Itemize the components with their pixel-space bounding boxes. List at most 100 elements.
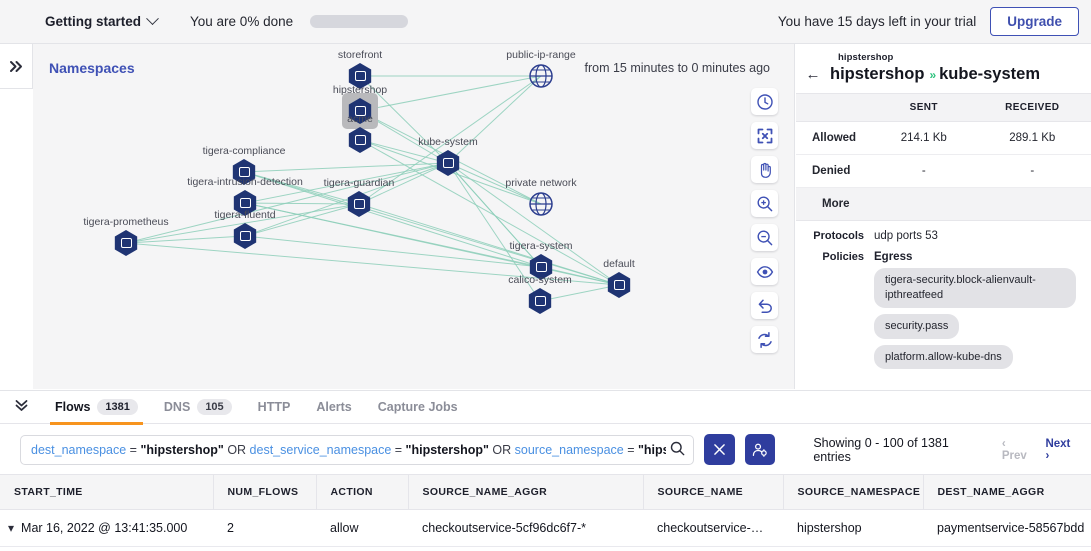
flow-detail-panel: hipstershop ← hipstershop » kube-system … <box>796 44 1091 389</box>
chevron-down-icon[interactable]: ▾ <box>8 521 15 535</box>
tab-flows[interactable]: Flows 1381 <box>42 391 151 425</box>
clear-filter-button[interactable] <box>704 434 735 465</box>
graph-node-namespace[interactable] <box>528 254 554 280</box>
graph-tool-zoom in-button[interactable] <box>751 190 778 217</box>
col-start_time[interactable]: START_TIME <box>0 474 214 510</box>
hexagon-icon <box>348 63 372 89</box>
namespace-graph-panel[interactable]: Namespaces from 15 minutes to 0 minutes … <box>33 44 795 389</box>
more-section-header[interactable]: More <box>796 187 1091 221</box>
query-text: dest_namespace = "hipstershop" OR dest_s… <box>31 443 666 457</box>
detail-source: hipstershop <box>830 65 925 83</box>
table-row[interactable]: ▾Mar 16, 2022 @ 13:41:35.000 2 allow che… <box>0 509 1091 547</box>
query-token-val: "hipstershop" <box>140 442 224 457</box>
graph-node-globe[interactable] <box>528 191 554 217</box>
col-source_namespace[interactable]: SOURCE_NAMESPACE <box>783 474 924 510</box>
graph-tool-zoom out-button[interactable] <box>751 224 778 251</box>
cell-action: allow <box>316 509 408 547</box>
zoom-in-icon <box>756 195 772 211</box>
detail-dest: kube-system <box>939 65 1041 83</box>
col-num_flows[interactable]: NUM_FLOWS <box>213 474 317 510</box>
hexagon-icon <box>528 288 552 314</box>
next-page-button[interactable]: Next › <box>1045 437 1071 462</box>
graph-node-namespace[interactable] <box>347 98 373 124</box>
col-sent: SENT <box>874 93 974 122</box>
query-token-field: dest_namespace <box>31 442 127 457</box>
protocols-row: Protocols udp ports 53 <box>796 221 1091 242</box>
graph-node-label: tigera-prometheus <box>83 216 169 228</box>
bottom-collapse-button[interactable] <box>0 399 42 415</box>
bottom-panel: Flows 1381 DNS 105 HTTP Alerts Capture J… <box>0 390 1091 551</box>
col-dest_name_aggr[interactable]: DEST_NAME_AGGR <box>923 474 1091 510</box>
eye-icon <box>756 265 773 278</box>
search-input[interactable]: dest_namespace = "hipstershop" OR dest_s… <box>20 434 694 465</box>
graph-node-namespace[interactable] <box>347 63 373 89</box>
getting-started-menu[interactable]: Getting started <box>45 12 159 29</box>
policy-chip[interactable]: tigera-security.block-alienvault-ipthrea… <box>874 268 1076 308</box>
tab-alerts[interactable]: Alerts <box>303 391 364 424</box>
graph-node-globe[interactable] <box>528 63 554 89</box>
col-source_name[interactable]: SOURCE_NAME <box>643 474 784 510</box>
policy-chip[interactable]: platform.allow-kube-dns <box>874 344 1013 370</box>
graph-node-namespace[interactable] <box>606 272 632 298</box>
globe-icon <box>529 64 553 88</box>
more-label: More <box>796 187 1091 221</box>
graph-node-label: default <box>603 258 635 270</box>
tab-capture-jobs[interactable]: Capture Jobs <box>365 391 471 424</box>
policy-chip[interactable]: security.pass <box>874 313 960 339</box>
screen-icon <box>238 167 250 177</box>
prev-page-button[interactable]: ‹ Prev <box>1001 437 1027 462</box>
graph-node-label: hipstershop <box>332 84 388 96</box>
hexagon-icon <box>233 190 257 216</box>
screen-icon <box>535 262 547 272</box>
col-blank <box>796 93 874 122</box>
graph-tool-refresh-button[interactable] <box>751 326 778 353</box>
close-icon <box>714 444 725 455</box>
cell-received: 289.1 Kb <box>973 121 1091 155</box>
undo-icon <box>758 299 772 313</box>
tab-label: DNS <box>163 400 191 414</box>
zoom-out-icon <box>756 229 772 245</box>
graph-title: Namespaces <box>49 60 135 76</box>
screen-icon <box>239 198 251 208</box>
col-action[interactable]: ACTION <box>316 474 409 510</box>
progress-label: You are 0% done <box>190 14 294 29</box>
detail-header: hipstershop ← hipstershop » kube-system <box>796 44 1091 93</box>
table-row: Allowed 214.1 Kb 289.1 Kb <box>796 121 1091 155</box>
graph-node-namespace[interactable] <box>347 127 373 153</box>
search-icon[interactable] <box>670 441 685 459</box>
user-settings-icon <box>752 443 767 457</box>
tab-bar: Flows 1381 DNS 105 HTTP Alerts Capture J… <box>0 391 1091 425</box>
upgrade-button[interactable]: Upgrade <box>990 7 1079 36</box>
back-button[interactable]: ← <box>805 66 821 83</box>
cell-num-flows: 2 <box>213 509 316 547</box>
graph-tool-pan-button[interactable] <box>751 156 778 183</box>
double-chevron-down-icon <box>15 400 27 411</box>
user-settings-button[interactable] <box>744 434 776 465</box>
query-token-val: "hipstershop" <box>405 442 489 457</box>
graph-node-label: tigera-compliance <box>202 145 286 157</box>
graph-node-namespace[interactable] <box>232 190 258 216</box>
graph-tool-undo-button[interactable] <box>751 292 778 319</box>
graph-node-label: calico-system <box>508 274 572 286</box>
graph-node-namespace[interactable] <box>113 230 139 256</box>
graph-node-label: storefront <box>337 49 383 61</box>
graph-node-namespace[interactable] <box>435 150 461 176</box>
graph-node-namespace[interactable] <box>346 191 372 217</box>
graph-node-namespace[interactable] <box>232 223 258 249</box>
tab-http[interactable]: HTTP <box>245 391 304 424</box>
graph-tool-visibility-button[interactable] <box>751 258 778 285</box>
graph-node-namespace[interactable] <box>527 288 553 314</box>
clock-icon <box>756 93 773 110</box>
tab-dns[interactable]: DNS 105 <box>151 391 245 424</box>
policies-label: Policies <box>822 251 864 263</box>
col-source_name_aggr[interactable]: SOURCE_NAME_AGGR <box>408 474 644 510</box>
sidebar-expand-button[interactable] <box>0 44 33 89</box>
graph-node-namespace[interactable] <box>231 159 257 185</box>
screen-icon <box>354 106 366 116</box>
hexagon-icon <box>232 159 256 185</box>
graph-tool-fit-button[interactable] <box>751 122 778 149</box>
page-title: hipstershop » kube-system <box>830 65 1040 84</box>
graph-tool-time-button[interactable] <box>751 88 778 115</box>
screen-icon <box>534 296 546 306</box>
